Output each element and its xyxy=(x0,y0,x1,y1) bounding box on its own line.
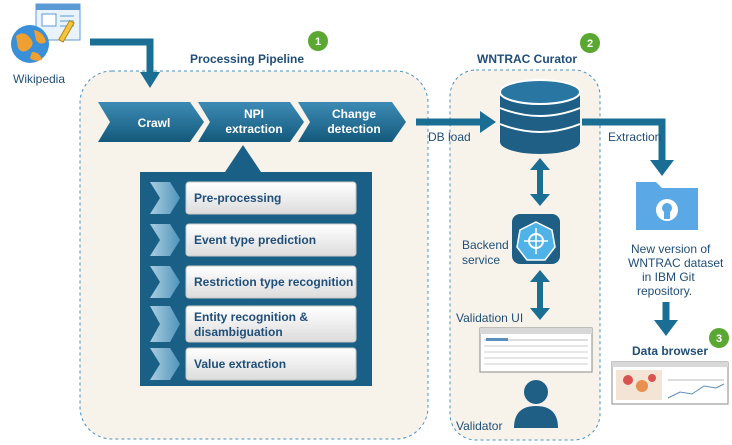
substep-preprocessing xyxy=(150,181,357,215)
browser-badge-label: 3 xyxy=(716,333,722,345)
curator-title: WNTRAC Curator xyxy=(477,52,577,66)
step-npi-extraction xyxy=(198,102,304,142)
step-change-label-1: Change xyxy=(332,107,376,121)
step-npi-label-1: NPI xyxy=(244,107,264,121)
substep-value-extraction-label: Value extraction xyxy=(194,357,286,371)
backend-label-1: Backend xyxy=(462,238,509,252)
npi-callout-pointer xyxy=(225,145,261,172)
arrow-to-data-browser xyxy=(654,302,678,336)
backend-service-icon xyxy=(512,214,560,264)
data-browser-label: Data browser xyxy=(632,344,708,358)
backend-label-2: service xyxy=(462,253,500,267)
validation-ui-label: Validation UI xyxy=(456,311,523,325)
data-browser-thumbnail xyxy=(611,361,729,405)
step-crawl xyxy=(98,102,204,142)
substep-restriction-type xyxy=(150,265,357,299)
git-note-line-1: New version of xyxy=(631,242,711,256)
browser-badge xyxy=(709,328,729,348)
github-folder-icon xyxy=(636,182,698,230)
wikipedia-label: Wikipedia xyxy=(13,72,65,86)
arrow-db-load xyxy=(416,111,496,133)
substep-event-type-label: Event type prediction xyxy=(194,233,316,247)
database-icon xyxy=(499,79,581,154)
substep-event-type xyxy=(150,223,357,257)
validator-user-icon xyxy=(514,380,558,428)
step-crawl-label: Crawl xyxy=(138,116,171,130)
extraction-label: Extraction xyxy=(608,130,661,144)
substep-entity-label-2: disambiguation xyxy=(194,325,283,339)
wikipedia-globe-icon xyxy=(11,3,81,63)
db-load-label: DB load xyxy=(428,130,471,144)
arrow-db-backend xyxy=(530,158,550,206)
git-note-line-2: WNTRAC dataset xyxy=(628,256,724,270)
validation-ui-thumbnail xyxy=(479,327,593,373)
curator-badge xyxy=(580,33,600,53)
substep-entity-recognition xyxy=(150,305,357,343)
step-npi-label-2: extraction xyxy=(225,122,282,136)
git-note-line-3: in IBM Git xyxy=(642,270,695,284)
pipeline-title: Processing Pipeline xyxy=(190,52,304,66)
arrow-wikipedia-to-crawl xyxy=(90,38,160,88)
substep-preprocessing-label: Pre-processing xyxy=(194,191,281,205)
step-change-detection xyxy=(298,102,406,142)
validator-label: Validator xyxy=(456,419,502,433)
git-note-line-4: repository. xyxy=(637,284,692,298)
substep-value-extraction xyxy=(150,347,357,381)
substep-restriction-type-label: Restriction type recognition xyxy=(194,275,353,289)
pipeline-badge xyxy=(308,31,328,51)
arrow-backend-ui xyxy=(530,270,550,320)
curator-badge-label: 2 xyxy=(587,38,593,50)
arrow-extraction xyxy=(582,118,674,176)
substep-entity-label-1: Entity recognition & xyxy=(194,310,308,324)
pipeline-badge-label: 1 xyxy=(315,36,321,48)
step-change-label-2: detection xyxy=(327,122,380,136)
